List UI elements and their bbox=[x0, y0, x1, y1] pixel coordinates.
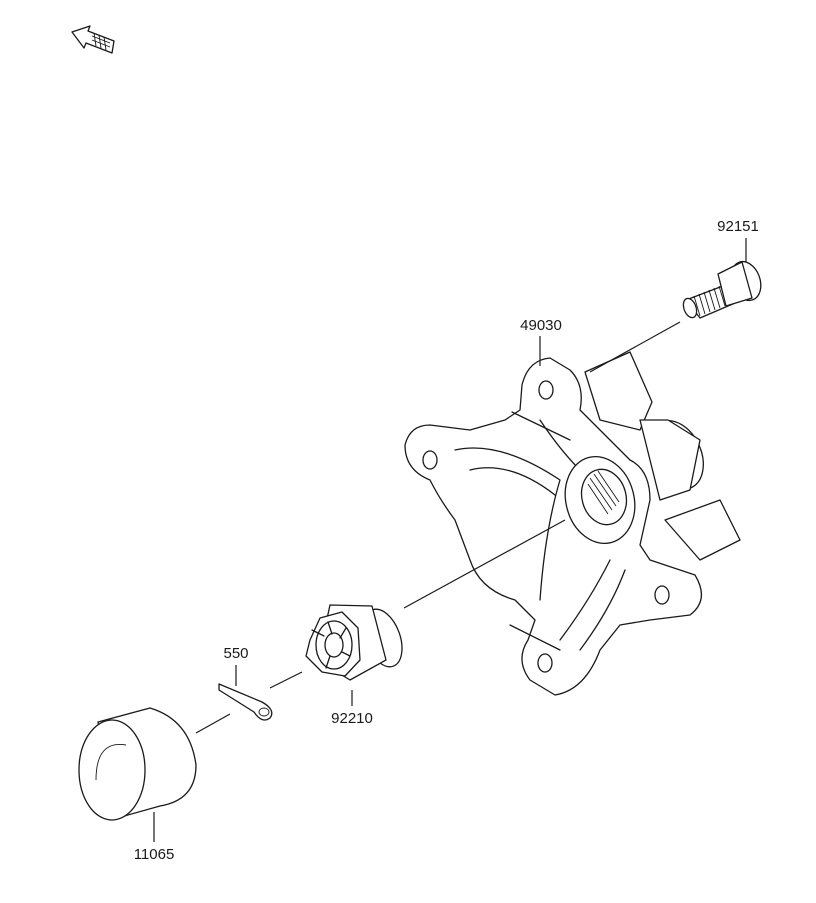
axle-hub-part bbox=[404, 351, 741, 696]
assembly-lines bbox=[195, 321, 681, 734]
castle-nut-part bbox=[305, 604, 403, 681]
hub-cap-part bbox=[78, 707, 197, 821]
part-label-49030: 49030 bbox=[520, 317, 562, 334]
leader-lines bbox=[153, 238, 747, 842]
part-label-550: 550 bbox=[223, 645, 248, 662]
front-arrow-icon bbox=[71, 25, 115, 54]
part-label-11065: 11065 bbox=[134, 846, 175, 863]
part-label-92210: 92210 bbox=[331, 710, 373, 727]
hub-bolt-part bbox=[682, 260, 762, 319]
part-label-92151: 92151 bbox=[717, 218, 759, 235]
cotter-pin-part bbox=[218, 683, 273, 721]
